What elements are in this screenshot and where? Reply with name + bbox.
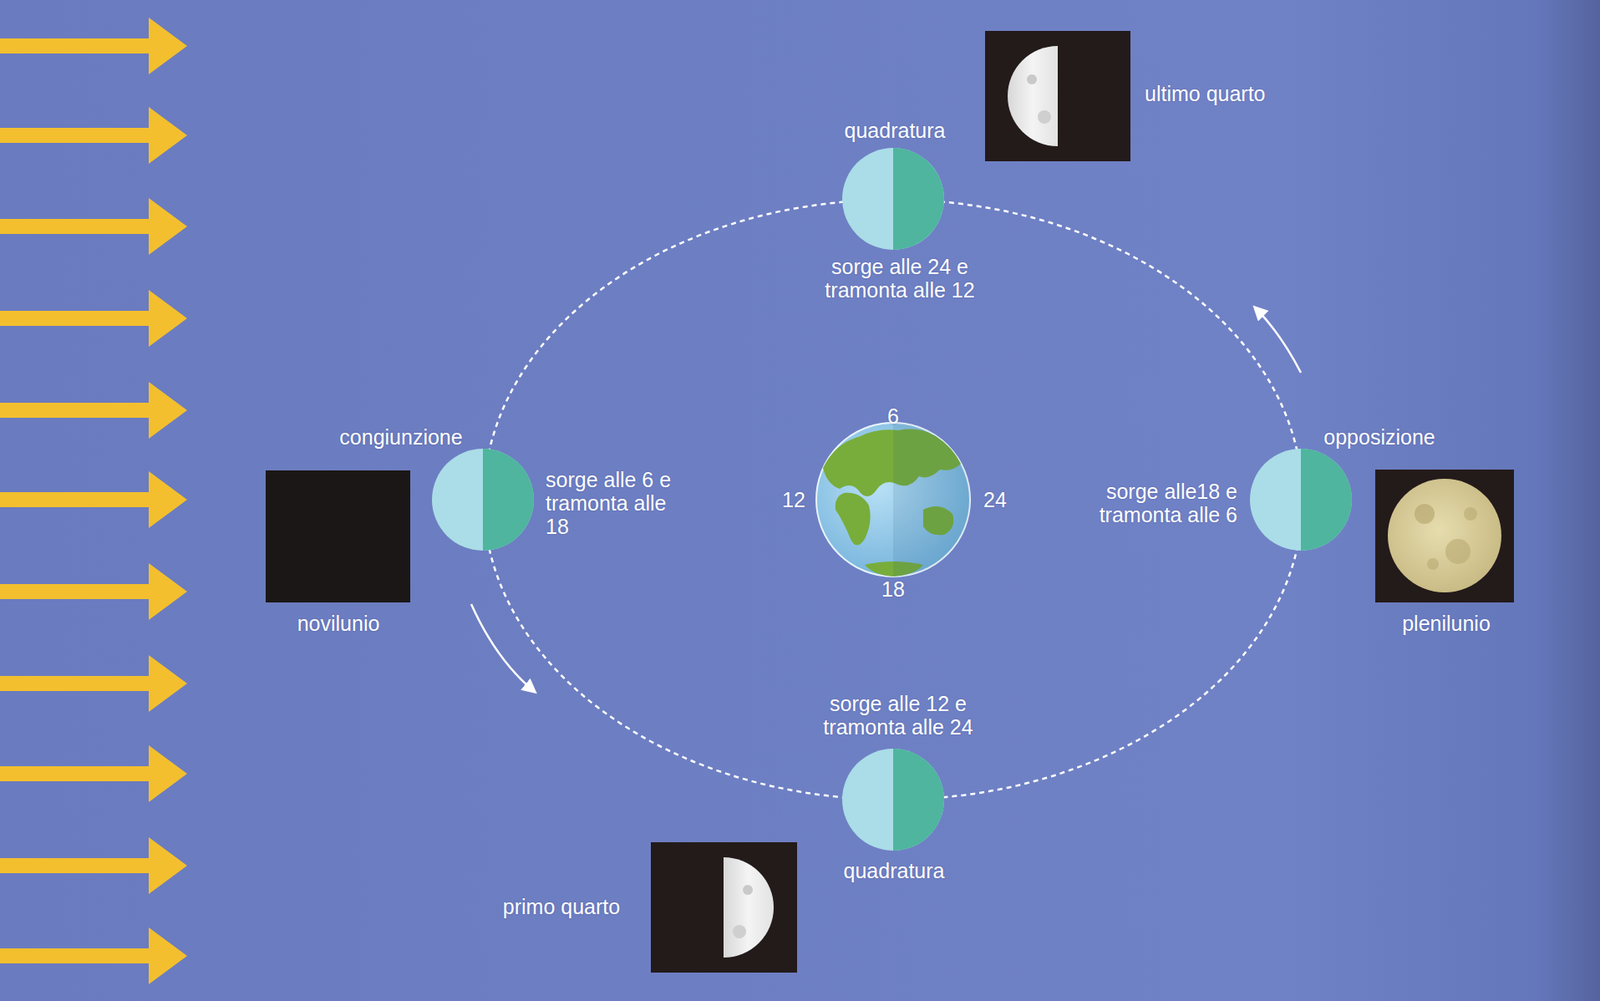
full-moon-photo (1375, 469, 1514, 603)
hour-number: 24 (983, 487, 1007, 512)
earth-globe (816, 422, 971, 577)
phase-name: ultimo quarto (1144, 81, 1266, 106)
position-name: opposizione (1323, 425, 1435, 449)
moon-orbit (483, 199, 1303, 800)
sun-rays (0, 17, 188, 985)
last-quarter-photo (985, 30, 1131, 162)
first-quarter-photo (650, 842, 798, 973)
phase-name: plenilunio (1401, 611, 1491, 635)
phase-name: novilunio (297, 611, 381, 635)
position-name: congiunzione (339, 425, 463, 449)
hour-number: 6 (887, 404, 900, 428)
rise-set-note: sorge alle 12 e tramonta alle 24 (793, 691, 1003, 739)
rise-set-note: sorge alle 24 e tramonta alle 12 (795, 254, 1005, 302)
position-name: quadratura (843, 858, 945, 883)
rise-set-note: sorge alle 6 e tramonta alle 18 (545, 467, 692, 539)
hour-number: 12 (782, 487, 806, 512)
rise-set-note: sorge alle18 e tramonta alle 6 (1091, 479, 1238, 527)
orbit-moon (842, 748, 945, 851)
new-moon-photo (265, 470, 411, 603)
phase-name: primo quarto (502, 894, 620, 919)
orbit-moon (431, 448, 534, 551)
orbit-direction-arrow (471, 604, 535, 692)
orbit-direction-arrow (1254, 307, 1301, 373)
position-name: quadratura (844, 118, 946, 143)
orbit-moon (842, 147, 945, 250)
orbit-moon (1249, 448, 1352, 551)
hour-number: 18 (881, 577, 905, 601)
